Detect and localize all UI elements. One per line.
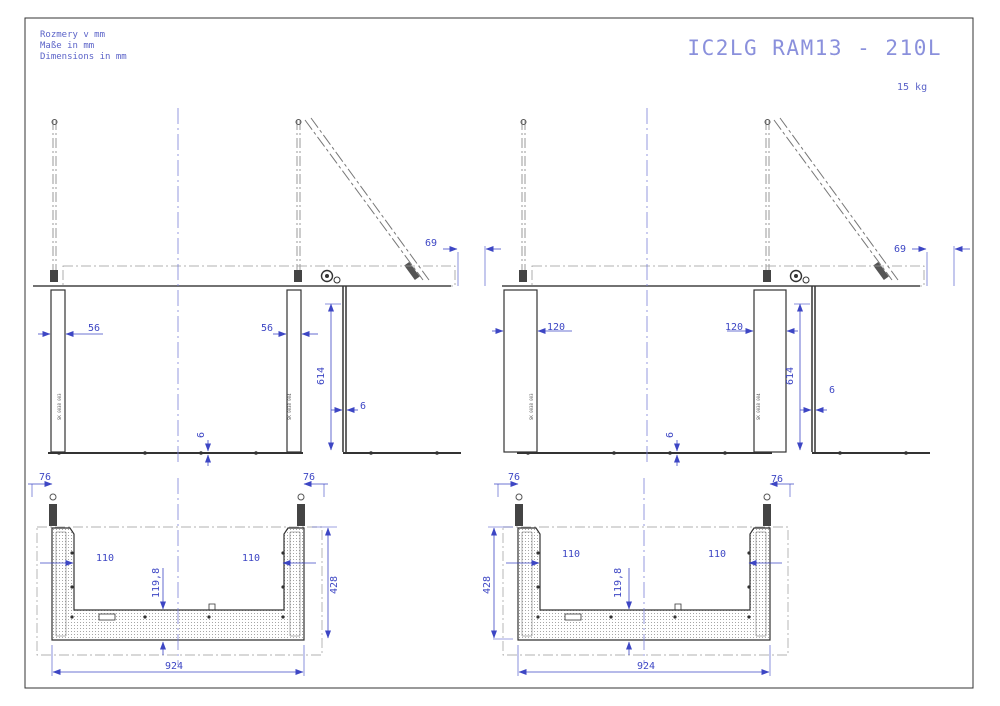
svg-text:SK 0038 004: SK 0038 004 (287, 393, 292, 420)
svg-text:SK 0038 003: SK 0038 003 (57, 393, 62, 420)
dim-69-right: 69 (894, 244, 906, 255)
right-top-view: 76 76 110 110 119,8 924 428 (482, 472, 794, 676)
dim-924-right: 924 (637, 661, 655, 672)
dim-76-left-b: 76 (303, 472, 315, 483)
svg-text:SK 0038 003: SK 0038 003 (529, 393, 534, 420)
units-note-en: Dimensions in mm (40, 52, 127, 62)
dim-110-left-a: 110 (96, 553, 114, 564)
left-front-view: SK 0038 003 SK 0038 004 56 56 614 6 6 69 (33, 108, 501, 466)
dim-120-right: 120 (725, 322, 743, 333)
weight-label: 15 kg (897, 82, 928, 93)
dim-6-base-right: 6 (665, 432, 676, 438)
svg-text:SK 0038 004: SK 0038 004 (756, 393, 761, 420)
dim-614-left: 614 (316, 367, 327, 385)
dim-76-left-a: 76 (39, 472, 51, 483)
dim-6-base-left: 6 (196, 432, 207, 438)
dim-119-8-right: 119,8 (613, 568, 624, 598)
drawing-title: IC2LG RAM13 - 210L (687, 36, 942, 60)
dim-76-right-a: 76 (508, 472, 520, 483)
left-top-view: 76 76 110 110 119,8 924 428 (28, 472, 340, 676)
units-note-de: Maße in mm (40, 41, 95, 51)
dim-428-right: 428 (482, 576, 493, 594)
dim-6-rear-left: 6 (360, 401, 366, 412)
dim-69-left: 69 (425, 238, 437, 249)
dim-614-right: 614 (785, 367, 796, 385)
right-front-view: SK 0038 003 SK 0038 004 120 120 614 6 6 … (492, 108, 970, 466)
dim-119-8-left: 119,8 (151, 568, 162, 598)
dim-6-rear-right: 6 (829, 385, 835, 396)
dim-110-right-a: 110 (562, 549, 580, 560)
dim-110-right-b: 110 (708, 549, 726, 560)
dim-110-left-b: 110 (242, 553, 260, 564)
dim-428-left: 428 (329, 576, 340, 594)
dim-56-left: 56 (88, 323, 100, 334)
sheet-frame (24, 17, 974, 689)
dim-76-right-b: 76 (771, 474, 783, 485)
units-note: Rozmery v mm Maße in mm Dimensions in mm (40, 30, 127, 63)
dim-120-left: 120 (547, 322, 565, 333)
dim-924-left: 924 (165, 661, 183, 672)
dim-56-right: 56 (261, 323, 273, 334)
units-note-cz: Rozmery v mm (40, 30, 106, 40)
